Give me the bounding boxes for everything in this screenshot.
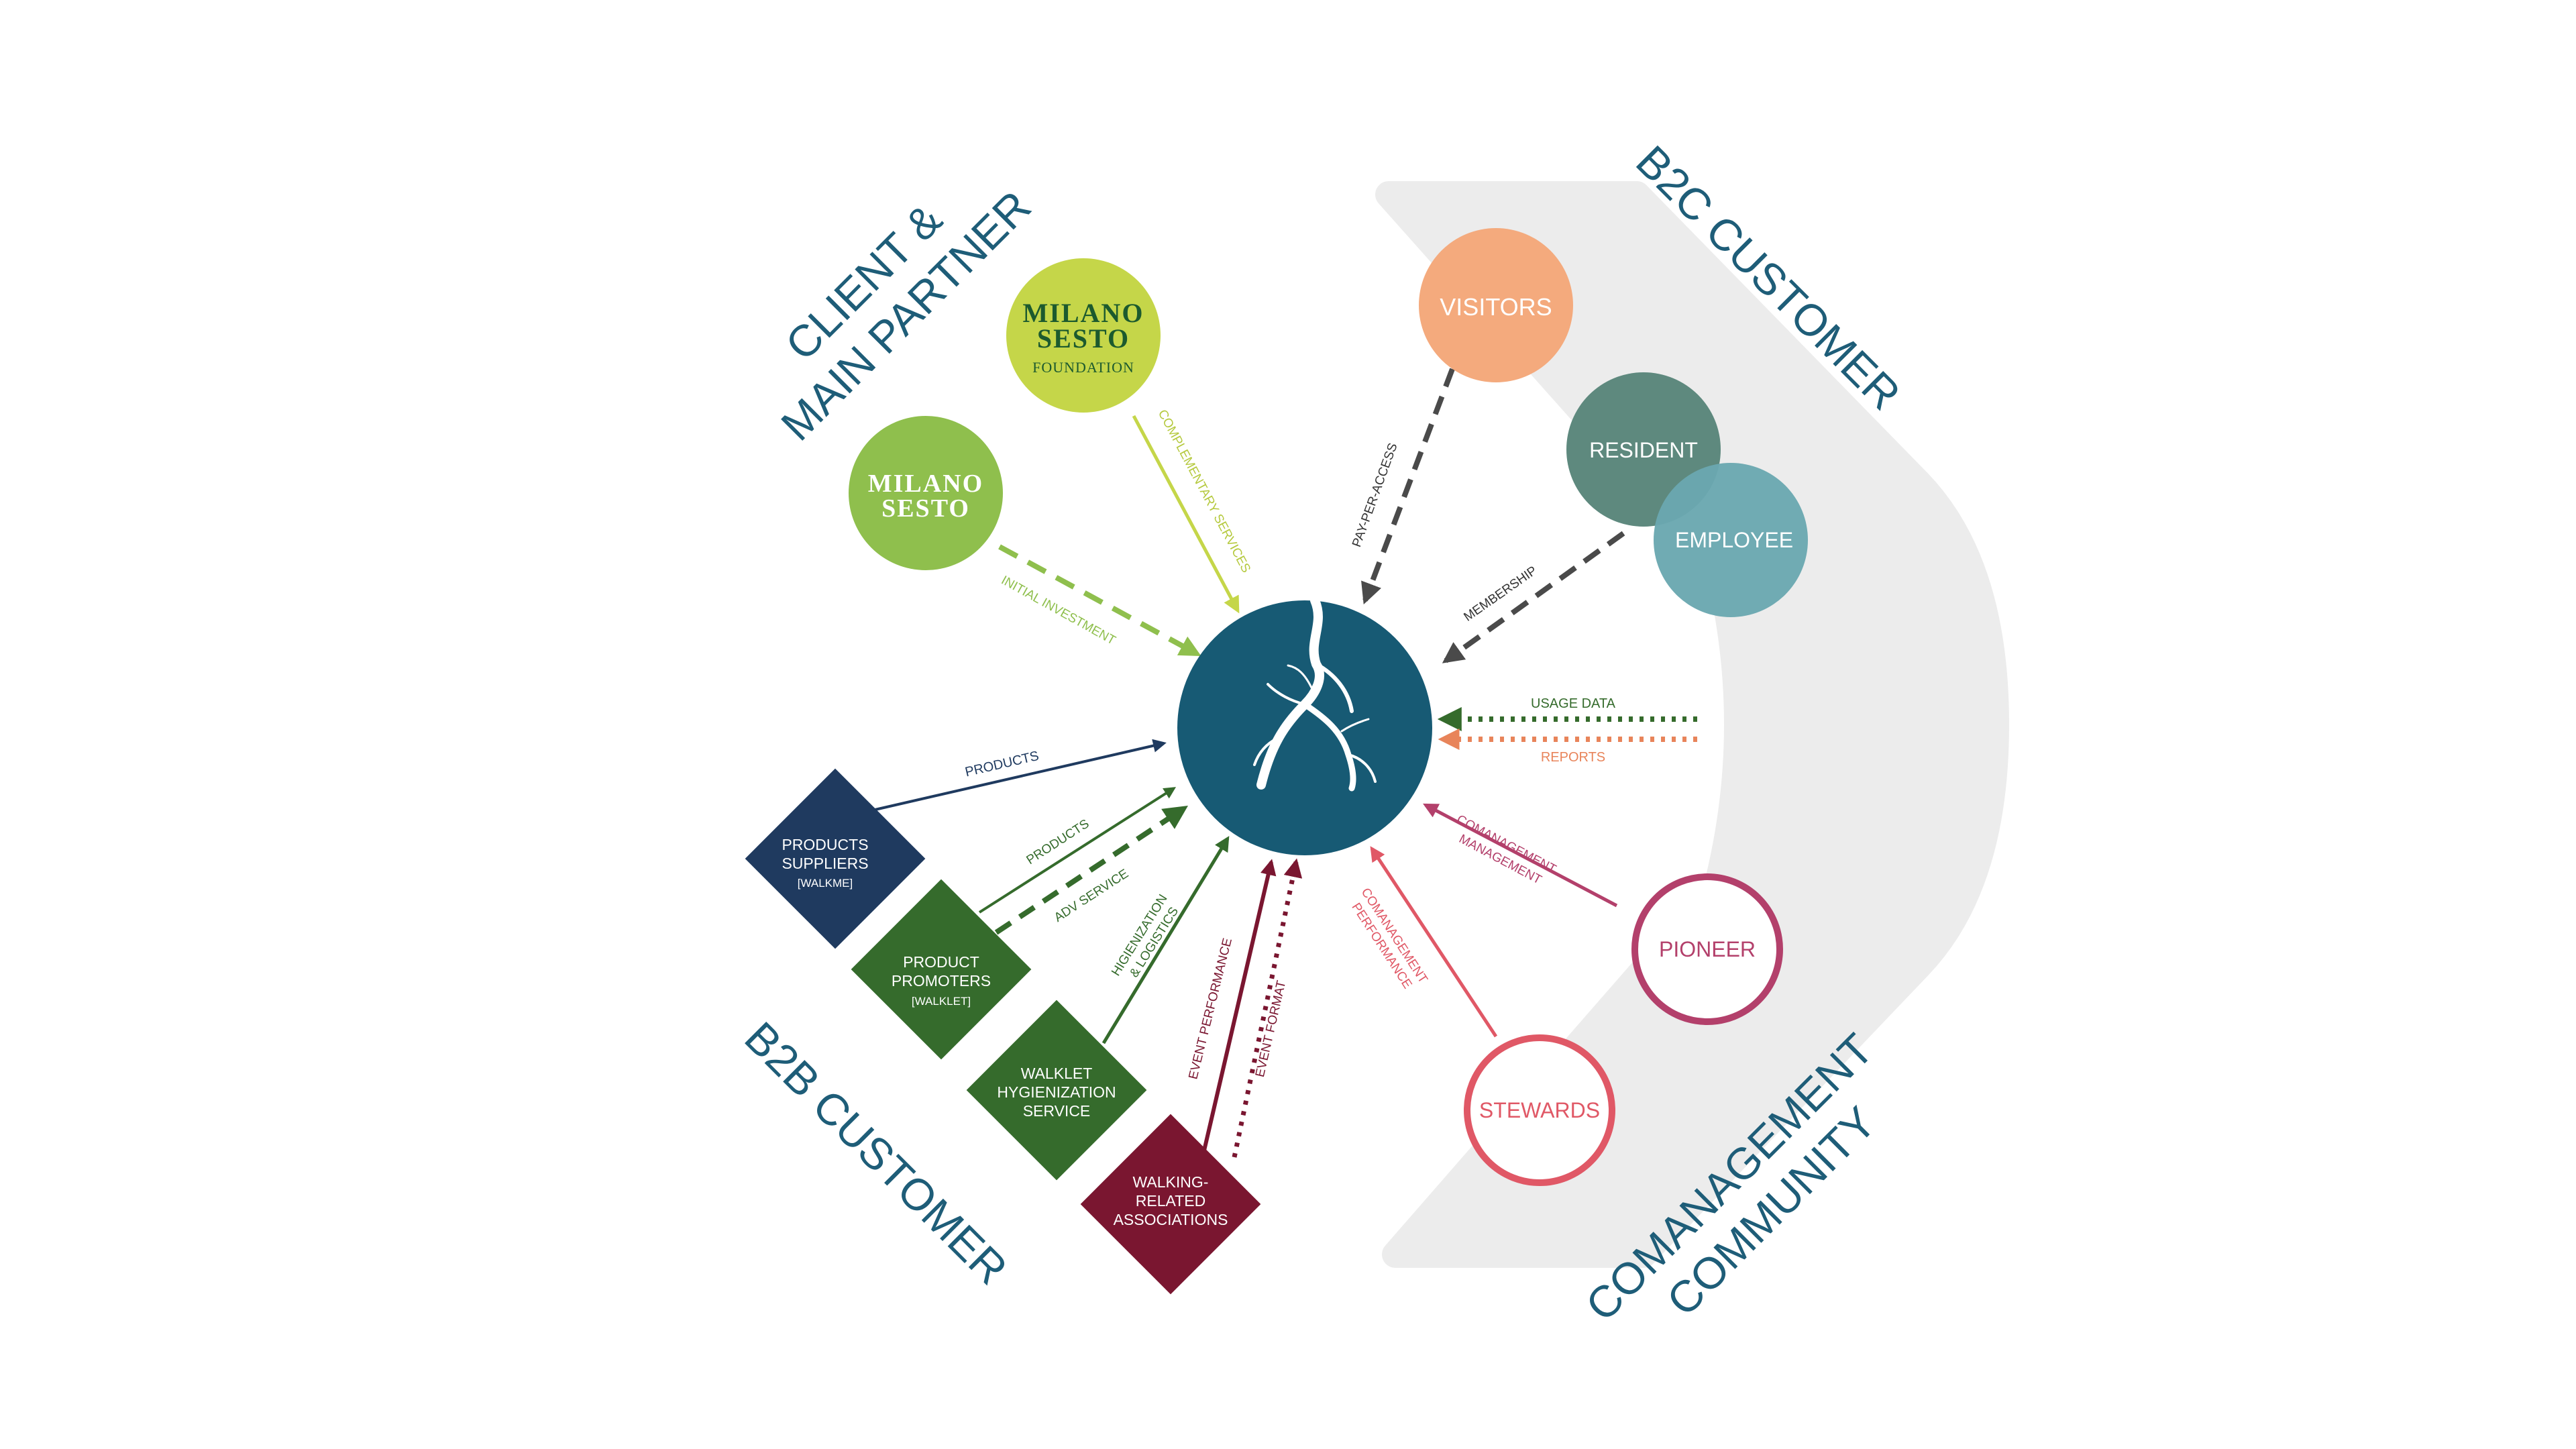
- node-products-suppliers: PRODUCTS SUPPLIERS [WALKME]: [745, 768, 926, 949]
- label-comanagement-performance: COMANAGEMENT PERFORMANCE: [1344, 885, 1432, 998]
- center-node: [1177, 596, 1432, 855]
- svg-text:STEWARDS: STEWARDS: [1479, 1098, 1600, 1122]
- label-usage-data: USAGE DATA: [1531, 696, 1616, 711]
- node-walklet-hygienization: WALKLET HYGIENIZATION SERVICE: [966, 1000, 1147, 1181]
- arrow-comanagement-performance: [1370, 846, 1498, 1038]
- svg-text:WALKING-: WALKING-: [1133, 1173, 1209, 1191]
- label-membership: MEMBERSHIP: [1461, 564, 1540, 624]
- svg-text:PRODUCT: PRODUCT: [903, 953, 979, 971]
- label-event-format: EVENT FORMAT: [1253, 979, 1289, 1078]
- svg-text:SESTO: SESTO: [881, 494, 970, 523]
- node-milano-sesto-foundation: MILANO SESTO FOUNDATION: [1006, 258, 1161, 413]
- svg-text:WALKLET: WALKLET: [1021, 1065, 1093, 1082]
- roots-icon: [1253, 596, 1377, 792]
- svg-text:RESIDENT: RESIDENT: [1589, 438, 1698, 462]
- arrow-membership: [1442, 531, 1625, 663]
- svg-text:[WALKLET]: [WALKLET]: [912, 995, 971, 1008]
- client-partner-title: CLIENT & MAIN PARTNER: [733, 143, 1040, 449]
- svg-text:HYGIENIZATION: HYGIENIZATION: [997, 1083, 1116, 1101]
- svg-text:FOUNDATION: FOUNDATION: [1032, 359, 1134, 376]
- svg-text:SUPPLIERS: SUPPLIERS: [782, 855, 868, 872]
- arrow-adv-service: [994, 806, 1189, 935]
- svg-text:MILANO: MILANO: [1023, 298, 1144, 328]
- label-adv-service: ADV SERVICE: [1052, 867, 1131, 925]
- community-band: [1375, 181, 2009, 1268]
- arrow-comanagement-management: [1423, 803, 1618, 908]
- node-milano-sesto: MILANO SESTO: [849, 416, 1003, 570]
- svg-text:ASSOCIATIONS: ASSOCIATIONS: [1114, 1211, 1228, 1228]
- b2b-customer-title: B2B CUSTOMER: [735, 1012, 1017, 1294]
- node-product-promoters: PRODUCT PROMOTERS [WALKLET]: [851, 879, 1032, 1060]
- node-walking-associations: WALKING- RELATED ASSOCIATIONS: [1080, 1114, 1261, 1295]
- label-reports: REPORTS: [1541, 750, 1605, 765]
- arrow-initial-investment: [998, 544, 1201, 657]
- svg-text:RELATED: RELATED: [1136, 1192, 1205, 1210]
- svg-text:PROMOTERS: PROMOTERS: [892, 972, 991, 989]
- node-visitors: VISITORS: [1419, 228, 1573, 382]
- arrow-event-performance: [1202, 859, 1277, 1151]
- node-stewards: STEWARDS: [1464, 1034, 1615, 1186]
- arrow-products-promoters: [978, 787, 1177, 914]
- svg-text:PRODUCTS: PRODUCTS: [782, 836, 868, 853]
- svg-text:SERVICE: SERVICE: [1023, 1102, 1091, 1120]
- arrow-event-format: [1232, 858, 1303, 1158]
- svg-text:EMPLOYEE: EMPLOYEE: [1675, 528, 1793, 552]
- svg-text:[WALKME]: [WALKME]: [798, 877, 853, 890]
- arrow-products-suppliers: [871, 739, 1167, 812]
- label-pay-per-access: PAY-PER-ACCESS: [1350, 441, 1401, 549]
- svg-text:PIONEER: PIONEER: [1659, 937, 1756, 961]
- node-pioneer: PIONEER: [1631, 873, 1783, 1025]
- label-comanagement-management: COMANAGEMENT MANAGEMENT: [1447, 812, 1562, 892]
- svg-text:VISITORS: VISITORS: [1440, 293, 1552, 321]
- arrow-hygienization-logistics: [1102, 836, 1230, 1044]
- arrow-pay-per-access: [1361, 368, 1455, 604]
- label-event-performance: EVENT PERFORMANCE: [1186, 936, 1235, 1081]
- arrow-complementary-services: [1132, 415, 1240, 614]
- label-products-promoters: PRODUCTS: [1024, 817, 1092, 868]
- svg-text:SESTO: SESTO: [1037, 323, 1130, 354]
- node-employee: EMPLOYEE: [1654, 463, 1808, 617]
- label-initial-investment: INITIAL INVESTMENT: [999, 574, 1118, 648]
- svg-text:MILANO: MILANO: [868, 470, 983, 498]
